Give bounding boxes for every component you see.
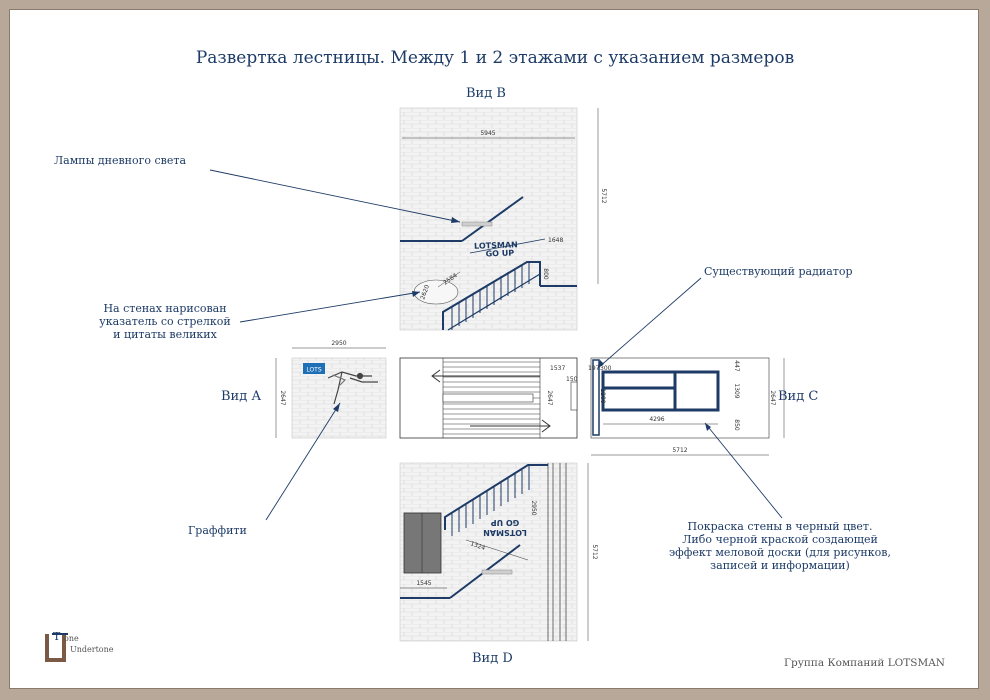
view-c-label: Вид С xyxy=(778,389,819,404)
note-paint-line3: эффект меловой доски (для рисунков, xyxy=(669,546,891,559)
wall-text-go-up: GO UP xyxy=(486,249,515,259)
radiator xyxy=(592,359,600,436)
view-b-label: Вид В xyxy=(466,86,506,101)
dim-plan-1537: 1537 xyxy=(550,365,565,372)
plan-arrow-left xyxy=(431,369,540,383)
wall-text-lotsman-mirrored: LOTSMAN xyxy=(483,528,527,537)
dim-b-1648: 1648 xyxy=(548,237,563,244)
wall-edge-lines-d xyxy=(547,463,567,641)
dim-c-850: 850 xyxy=(733,419,740,431)
dim-d-1545: 1545 xyxy=(416,580,431,587)
leader-lines xyxy=(209,169,783,521)
note-pointer: На стенах нарисован указатель со стрелко… xyxy=(90,302,240,341)
dim-plan-150: 150 xyxy=(566,376,578,383)
dim-plan-2647: 2647 xyxy=(546,390,553,405)
note-lamps: Лампы дневного света xyxy=(54,154,187,167)
door xyxy=(403,512,442,574)
view-d-label: Вид D xyxy=(472,651,513,666)
stair-balusters-b xyxy=(451,262,530,330)
view-d-drawing: GO UP LOTSMAN 1324 2950 1545 5712 xyxy=(399,462,598,642)
plan-treads xyxy=(443,361,540,435)
view-b-drawing: LOTSMAN GO UP 5945 5712 1648 800 2584 26… xyxy=(399,107,607,331)
dim-c-5712: 5712 xyxy=(672,447,687,454)
note-radiator: Существующий радиатор xyxy=(704,265,853,278)
note-paint-line1: Покраска стены в черный цвет. xyxy=(687,520,873,533)
view-a-drawing: LOTS 2950 2647 xyxy=(275,340,387,439)
note-pointer-line3: и цитаты великих xyxy=(113,328,217,341)
dim-a-width: 2950 xyxy=(331,340,346,347)
logo-mark-icon xyxy=(45,633,68,662)
note-paint-line4: записей и информации) xyxy=(710,559,850,572)
dim-d-2950: 2950 xyxy=(530,500,537,515)
dim-b-800: 800 xyxy=(542,268,549,280)
dim-c-2647: 2647 xyxy=(769,390,776,405)
note-pointer-line2: указатель со стрелкой xyxy=(99,315,231,328)
lamp-d xyxy=(481,569,513,575)
wall-text-go-up-mirrored: GO UP xyxy=(491,518,520,527)
graffiti-sign-text: LOTS xyxy=(306,367,322,374)
page-title: Развертка лестницы. Между 1 и 2 этажами … xyxy=(195,48,795,68)
dim-c-1309: 1309 xyxy=(733,383,740,398)
graffiti-figure xyxy=(327,371,378,405)
stair-balusters-d xyxy=(451,466,530,536)
dim-b-width: 5945 xyxy=(480,130,495,137)
dim-c-300: 300 xyxy=(600,365,612,372)
logo-line2: Undertone xyxy=(70,645,114,654)
view-a-label: Вид А xyxy=(221,389,262,404)
dim-b-2620: 2620 xyxy=(419,284,431,301)
leader-arrowheads xyxy=(333,217,711,431)
wall-text-lotsman: LOTSMAN xyxy=(474,240,518,251)
plan-drawing: 1537 150 2647 xyxy=(399,357,578,439)
note-pointer-line1: На стенах нарисован xyxy=(103,302,227,315)
note-graffiti: Граффити xyxy=(188,524,247,537)
logo-line1: one xyxy=(64,634,79,643)
plan-arrow-right xyxy=(470,419,551,433)
dim-c-447: 447 xyxy=(733,360,740,372)
graffiti-sign xyxy=(303,363,325,374)
logo-letter: T xyxy=(53,630,61,643)
dim-c-1200: 1200 xyxy=(599,388,606,403)
company-name: Группа Компаний LOTSMAN xyxy=(784,657,945,669)
lamp-b xyxy=(461,221,493,227)
view-c-drawing: 4296 197 300 447 1309 850 1200 2647 5712 xyxy=(588,357,785,456)
note-paint: Покраска стены в черный цвет. Либо черно… xyxy=(645,520,915,572)
dim-c-197: 197 xyxy=(588,365,600,372)
black-paint-board xyxy=(601,370,720,412)
note-paint-line2: Либо черной краской создающей xyxy=(682,533,878,546)
dim-d-height: 5712 xyxy=(591,544,598,559)
dim-b-height: 5712 xyxy=(600,188,607,203)
dim-a-height: 2647 xyxy=(279,390,286,405)
dim-c-4296: 4296 xyxy=(649,416,664,423)
dim-d-1324: 1324 xyxy=(469,540,486,552)
